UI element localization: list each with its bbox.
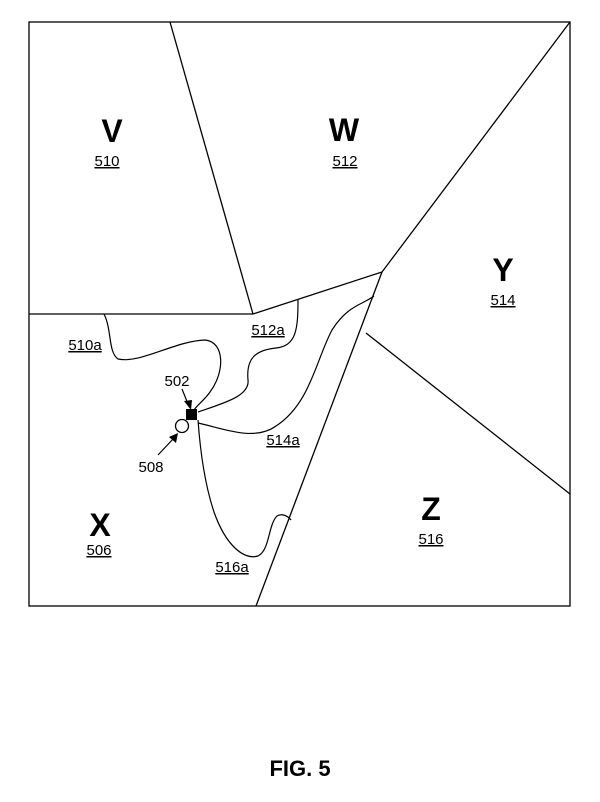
path-516a-label: 516a	[215, 559, 249, 576]
region-x-label: X	[89, 507, 111, 543]
region-w-label: W	[329, 112, 360, 148]
leader-508	[157, 437, 175, 456]
region-y-label: Y	[492, 252, 513, 288]
path-510a-label: 510a	[68, 337, 102, 354]
path-514a	[197, 295, 375, 434]
arrowhead-502	[184, 400, 192, 410]
region-v-label: V	[101, 113, 123, 149]
region-y-ref: 514	[490, 292, 515, 309]
region-v-ref: 510	[94, 153, 119, 170]
path-510a	[103, 313, 222, 415]
boundary-w-x	[252, 271, 383, 315]
region-z-ref: 516	[418, 531, 443, 548]
boundary-w-y	[381, 21, 571, 273]
figure-caption: FIG. 5	[269, 756, 331, 781]
node-508-circle	[174, 418, 190, 434]
boundary-y-z	[365, 332, 571, 495]
boundary-x-z	[255, 271, 383, 607]
path-512a	[197, 299, 299, 413]
path-512a-label: 512a	[251, 322, 285, 339]
path-516a	[197, 419, 292, 558]
boundary-v-w	[169, 21, 254, 315]
arrowhead-508	[169, 433, 178, 443]
region-w-ref: 512	[332, 153, 357, 170]
region-z-label: Z	[421, 491, 441, 527]
node-502-square	[186, 409, 197, 420]
region-x-ref: 506	[86, 542, 111, 559]
marker-508-label: 508	[138, 459, 163, 476]
path-514a-label: 514a	[266, 432, 300, 449]
marker-502-label: 502	[164, 373, 189, 390]
